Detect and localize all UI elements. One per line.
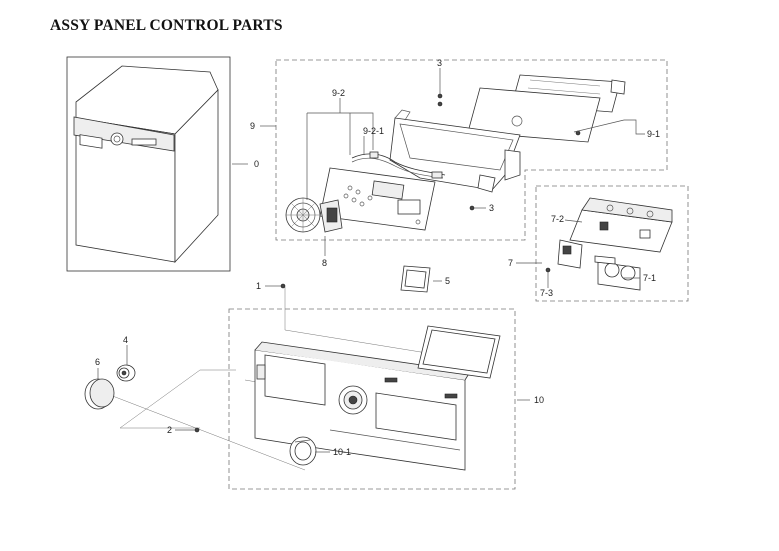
- callout-1: 1: [256, 281, 261, 291]
- leader-lines: [97, 68, 645, 453]
- part-9-2-1-wire-harness[interactable]: [351, 151, 446, 179]
- callout-3-bottom: 3: [489, 203, 494, 213]
- callout-9-2-1: 9-2-1: [363, 126, 384, 136]
- part-10-display-window[interactable]: [417, 325, 501, 379]
- part-8-rotary-encoder[interactable]: [285, 197, 343, 233]
- callout-7-3: 7-3: [540, 288, 553, 298]
- callout-6: 6: [95, 357, 100, 367]
- callout-4: 4: [123, 335, 128, 345]
- part-5-window-cover[interactable]: [400, 265, 431, 293]
- callout-10: 10: [534, 395, 544, 405]
- callout-7-2: 7-2: [551, 214, 564, 224]
- part-6-knob[interactable]: [84, 378, 115, 410]
- callout-9-1: 9-1: [647, 129, 660, 139]
- knob-guide-line-lower: [109, 394, 306, 471]
- part-7-3-screw[interactable]: [545, 239, 583, 273]
- callout-5: 5: [445, 276, 450, 286]
- callout-8: 8: [322, 258, 327, 268]
- callout-7: 7: [508, 258, 513, 268]
- callout-10-1: 10-1: [333, 447, 351, 457]
- group-9-boundary: [275, 59, 668, 241]
- callout-9: 9: [250, 121, 255, 131]
- part-3-screw-top[interactable]: [437, 93, 443, 99]
- knob-guide-lines: [119, 369, 236, 429]
- callout-7-1: 7-1: [643, 273, 656, 283]
- part-0-cabinet[interactable]: [66, 56, 231, 272]
- part-9-1-display-pcb[interactable]: [467, 74, 626, 143]
- callout-0: 0: [254, 159, 259, 169]
- part-10-control-panel[interactable]: [244, 287, 471, 471]
- part-1-screw[interactable]: [280, 283, 286, 289]
- callout-2: 2: [167, 425, 172, 435]
- page-title: ASSY PANEL CONTROL PARTS: [50, 17, 283, 34]
- part-10-1-knob-ring[interactable]: [289, 436, 317, 466]
- callout-9-2: 9-2: [332, 88, 345, 98]
- group-10-boundary: [228, 308, 516, 490]
- part-9-control-housing[interactable]: [389, 101, 521, 211]
- part-4-knob-shaft[interactable]: [116, 364, 136, 382]
- part-2-screw[interactable]: [194, 427, 200, 433]
- part-9-2-main-pcb[interactable]: [319, 167, 436, 231]
- callout-3-top: 3: [437, 58, 442, 68]
- part-7-1-sensor-module[interactable]: [594, 255, 641, 291]
- group-7-boundary: [535, 185, 689, 302]
- part-7-2-switch-housing[interactable]: [569, 197, 673, 253]
